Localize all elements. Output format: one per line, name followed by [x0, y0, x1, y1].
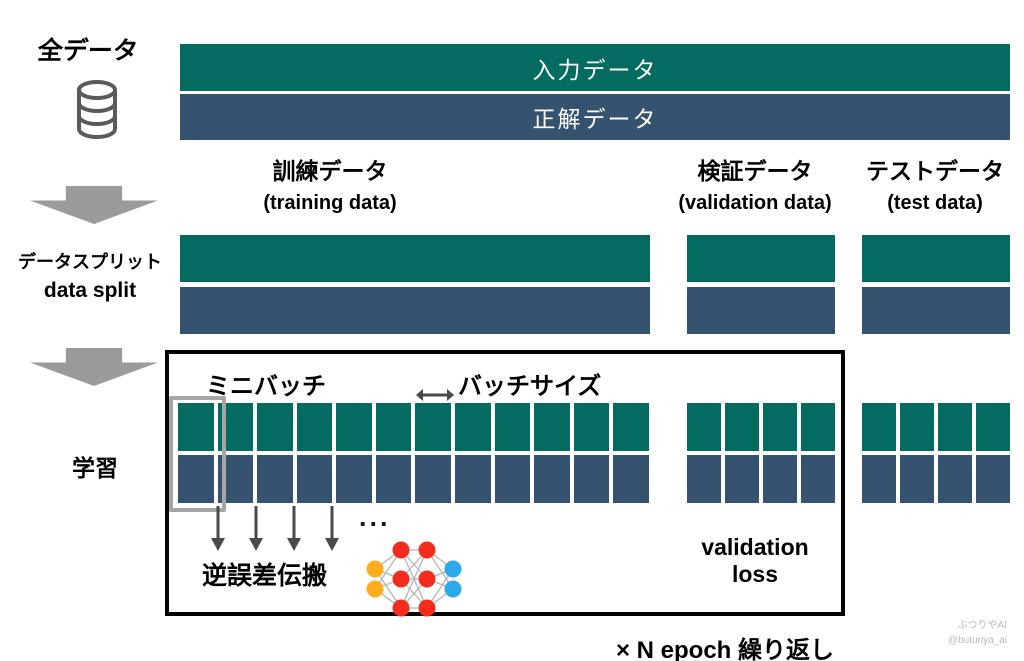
validation-input-bar	[687, 235, 835, 282]
epoch-repeat-label: × N epoch 繰り返し	[615, 637, 835, 661]
training-minibatch-row-input	[178, 403, 649, 451]
minibatch-highlight-rect	[169, 396, 226, 512]
validation-segment-row-input	[687, 403, 835, 451]
answer-data-bar: 正解データ	[180, 94, 1010, 140]
data-segment	[763, 403, 797, 451]
data-segment	[375, 455, 412, 503]
test-label-jp: テストデータ	[866, 158, 1004, 184]
data-segment	[862, 403, 896, 451]
data-segment	[534, 403, 570, 451]
test-label-en: (test data)	[887, 192, 983, 214]
data-segment	[613, 403, 649, 451]
data-segment	[801, 403, 835, 451]
validation-column-heading: 検証データ (validation data)	[645, 154, 865, 218]
test-segment-row-input	[862, 403, 1010, 451]
input-data-bar: 入力データ	[180, 44, 1010, 91]
data-segment	[938, 455, 972, 503]
batch-size-double-arrow-icon	[416, 388, 454, 402]
data-segment	[687, 403, 721, 451]
training-minibatch-row-answer	[178, 455, 649, 503]
data-segment	[900, 403, 934, 451]
data-segment	[257, 403, 293, 451]
database-icon	[72, 79, 122, 145]
validation-loss-line2: loss	[731, 561, 779, 587]
data-segment	[455, 403, 491, 451]
data-segment	[938, 403, 972, 451]
watermark-line1: ぶつりやAI	[957, 620, 1007, 631]
ellipsis-label: ...	[359, 502, 391, 532]
minibatch-label: ミニバッチ	[206, 373, 326, 400]
data-segment	[862, 455, 896, 503]
validation-label-en: (validation data)	[678, 192, 832, 214]
validation-segment-row-answer	[687, 455, 835, 503]
validation-label-jp: 検証データ	[697, 158, 813, 184]
down-arrow-icon	[211, 506, 225, 551]
data-split-label: データスプリット data split	[5, 248, 175, 306]
learning-loop-box	[165, 350, 845, 616]
answer-data-bar-label: 正解データ	[532, 106, 658, 132]
data-segment	[455, 455, 491, 503]
data-segment	[494, 403, 531, 451]
input-data-bar-label: 入力データ	[532, 56, 658, 83]
data-segment	[725, 455, 759, 503]
data-segment	[296, 455, 333, 503]
data-segment	[725, 403, 759, 451]
test-input-bar	[862, 235, 1010, 282]
training-label-jp: 訓練データ	[272, 158, 388, 184]
data-split-label-jp: データスプリット	[18, 252, 162, 272]
data-segment	[296, 403, 333, 451]
down-arrow-icon	[287, 506, 301, 551]
data-segment	[375, 403, 412, 451]
data-segment	[415, 403, 452, 451]
data-segment	[494, 455, 531, 503]
data-segment	[976, 403, 1010, 451]
data-segment	[534, 455, 570, 503]
data-segment	[336, 403, 372, 451]
down-arrow-icon	[325, 506, 339, 551]
backprop-label: 逆誤差伝搬	[202, 562, 328, 590]
data-segment	[573, 455, 610, 503]
data-segment	[763, 455, 797, 503]
down-arrow-icon	[249, 506, 263, 551]
validation-answer-bar	[687, 287, 835, 334]
data-split-label-en: data split	[43, 279, 137, 302]
data-segment	[687, 455, 721, 503]
down-block-arrow-icon	[30, 186, 158, 224]
data-segment	[900, 455, 934, 503]
data-segment	[257, 455, 293, 503]
data-segment	[976, 455, 1010, 503]
data-segment	[178, 403, 214, 451]
training-input-bar	[180, 235, 650, 282]
neural-network-icon	[366, 541, 462, 617]
data-segment	[415, 455, 452, 503]
data-segment	[178, 455, 214, 503]
data-segment	[801, 455, 835, 503]
batchsize-label: バッチサイズ	[458, 373, 602, 400]
all-data-label: 全データ	[36, 37, 140, 65]
training-column-heading: 訓練データ (training data)	[180, 154, 480, 218]
data-segment	[336, 455, 372, 503]
training-label-en: (training data)	[263, 192, 397, 214]
down-block-arrow-icon	[30, 348, 158, 386]
validation-loss-label: validation loss	[655, 534, 855, 588]
test-column-heading: テストデータ (test data)	[845, 154, 1024, 218]
learning-label: 学習	[72, 455, 118, 481]
validation-loss-line1: validation	[701, 534, 809, 560]
test-answer-bar	[862, 287, 1010, 334]
data-segment	[613, 455, 649, 503]
training-answer-bar	[180, 287, 650, 334]
watermark-line2: @buturiya_ai	[947, 635, 1007, 646]
watermark: ぶつりやAI @buturiya_ai	[850, 618, 1007, 648]
data-segment	[573, 403, 610, 451]
test-segment-row-answer	[862, 455, 1010, 503]
